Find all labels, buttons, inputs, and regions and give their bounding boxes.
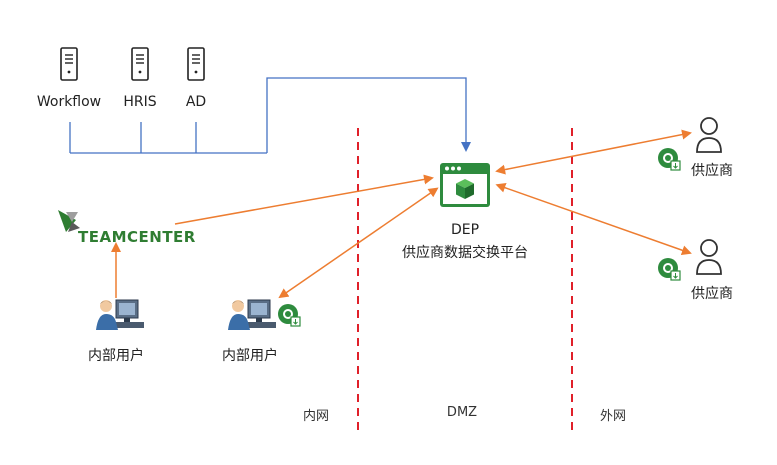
server-label-hris: HRIS [123,94,157,110]
supplier-label: 供应商 [691,163,733,179]
server-icon [131,47,149,81]
browser-client-icon [658,258,681,281]
arrow-teamcenter-to-dep [174,174,434,225]
server-label-ad: AD [185,94,207,110]
dep-name: DEP [450,222,480,238]
teamcenter-logo-text: TEAMCENTER [78,228,196,246]
supplier-person-icon [696,239,722,275]
supplier-person-icon [696,117,722,153]
server-bus [69,77,471,154]
internal-user-label: 内部用户 [222,348,278,364]
internal-user-icon [96,299,144,330]
arrow-dep-internal-user [278,187,439,299]
zone-label-dmz: DMZ [446,405,478,420]
zone-label-extranet: 外网 [599,409,627,424]
supplier-label: 供应商 [691,286,733,302]
zone-label-intranet: 内网 [302,409,330,424]
browser-client-icon [278,304,301,327]
server-icon [60,47,78,81]
arrow-dep-supplier-2 [495,182,692,256]
server-icon [187,47,205,81]
server-label-workflow: Workflow [36,94,102,110]
dep-platform-icon [440,163,490,207]
internal-user-icon [228,299,276,330]
arrow-dep-supplier-1 [495,129,692,175]
dep-subtitle: 供应商数据交换平台 [402,245,528,261]
internal-user-label: 内部用户 [88,348,144,364]
teamcenter-logo-icon [58,210,80,232]
browser-client-icon [658,148,681,171]
